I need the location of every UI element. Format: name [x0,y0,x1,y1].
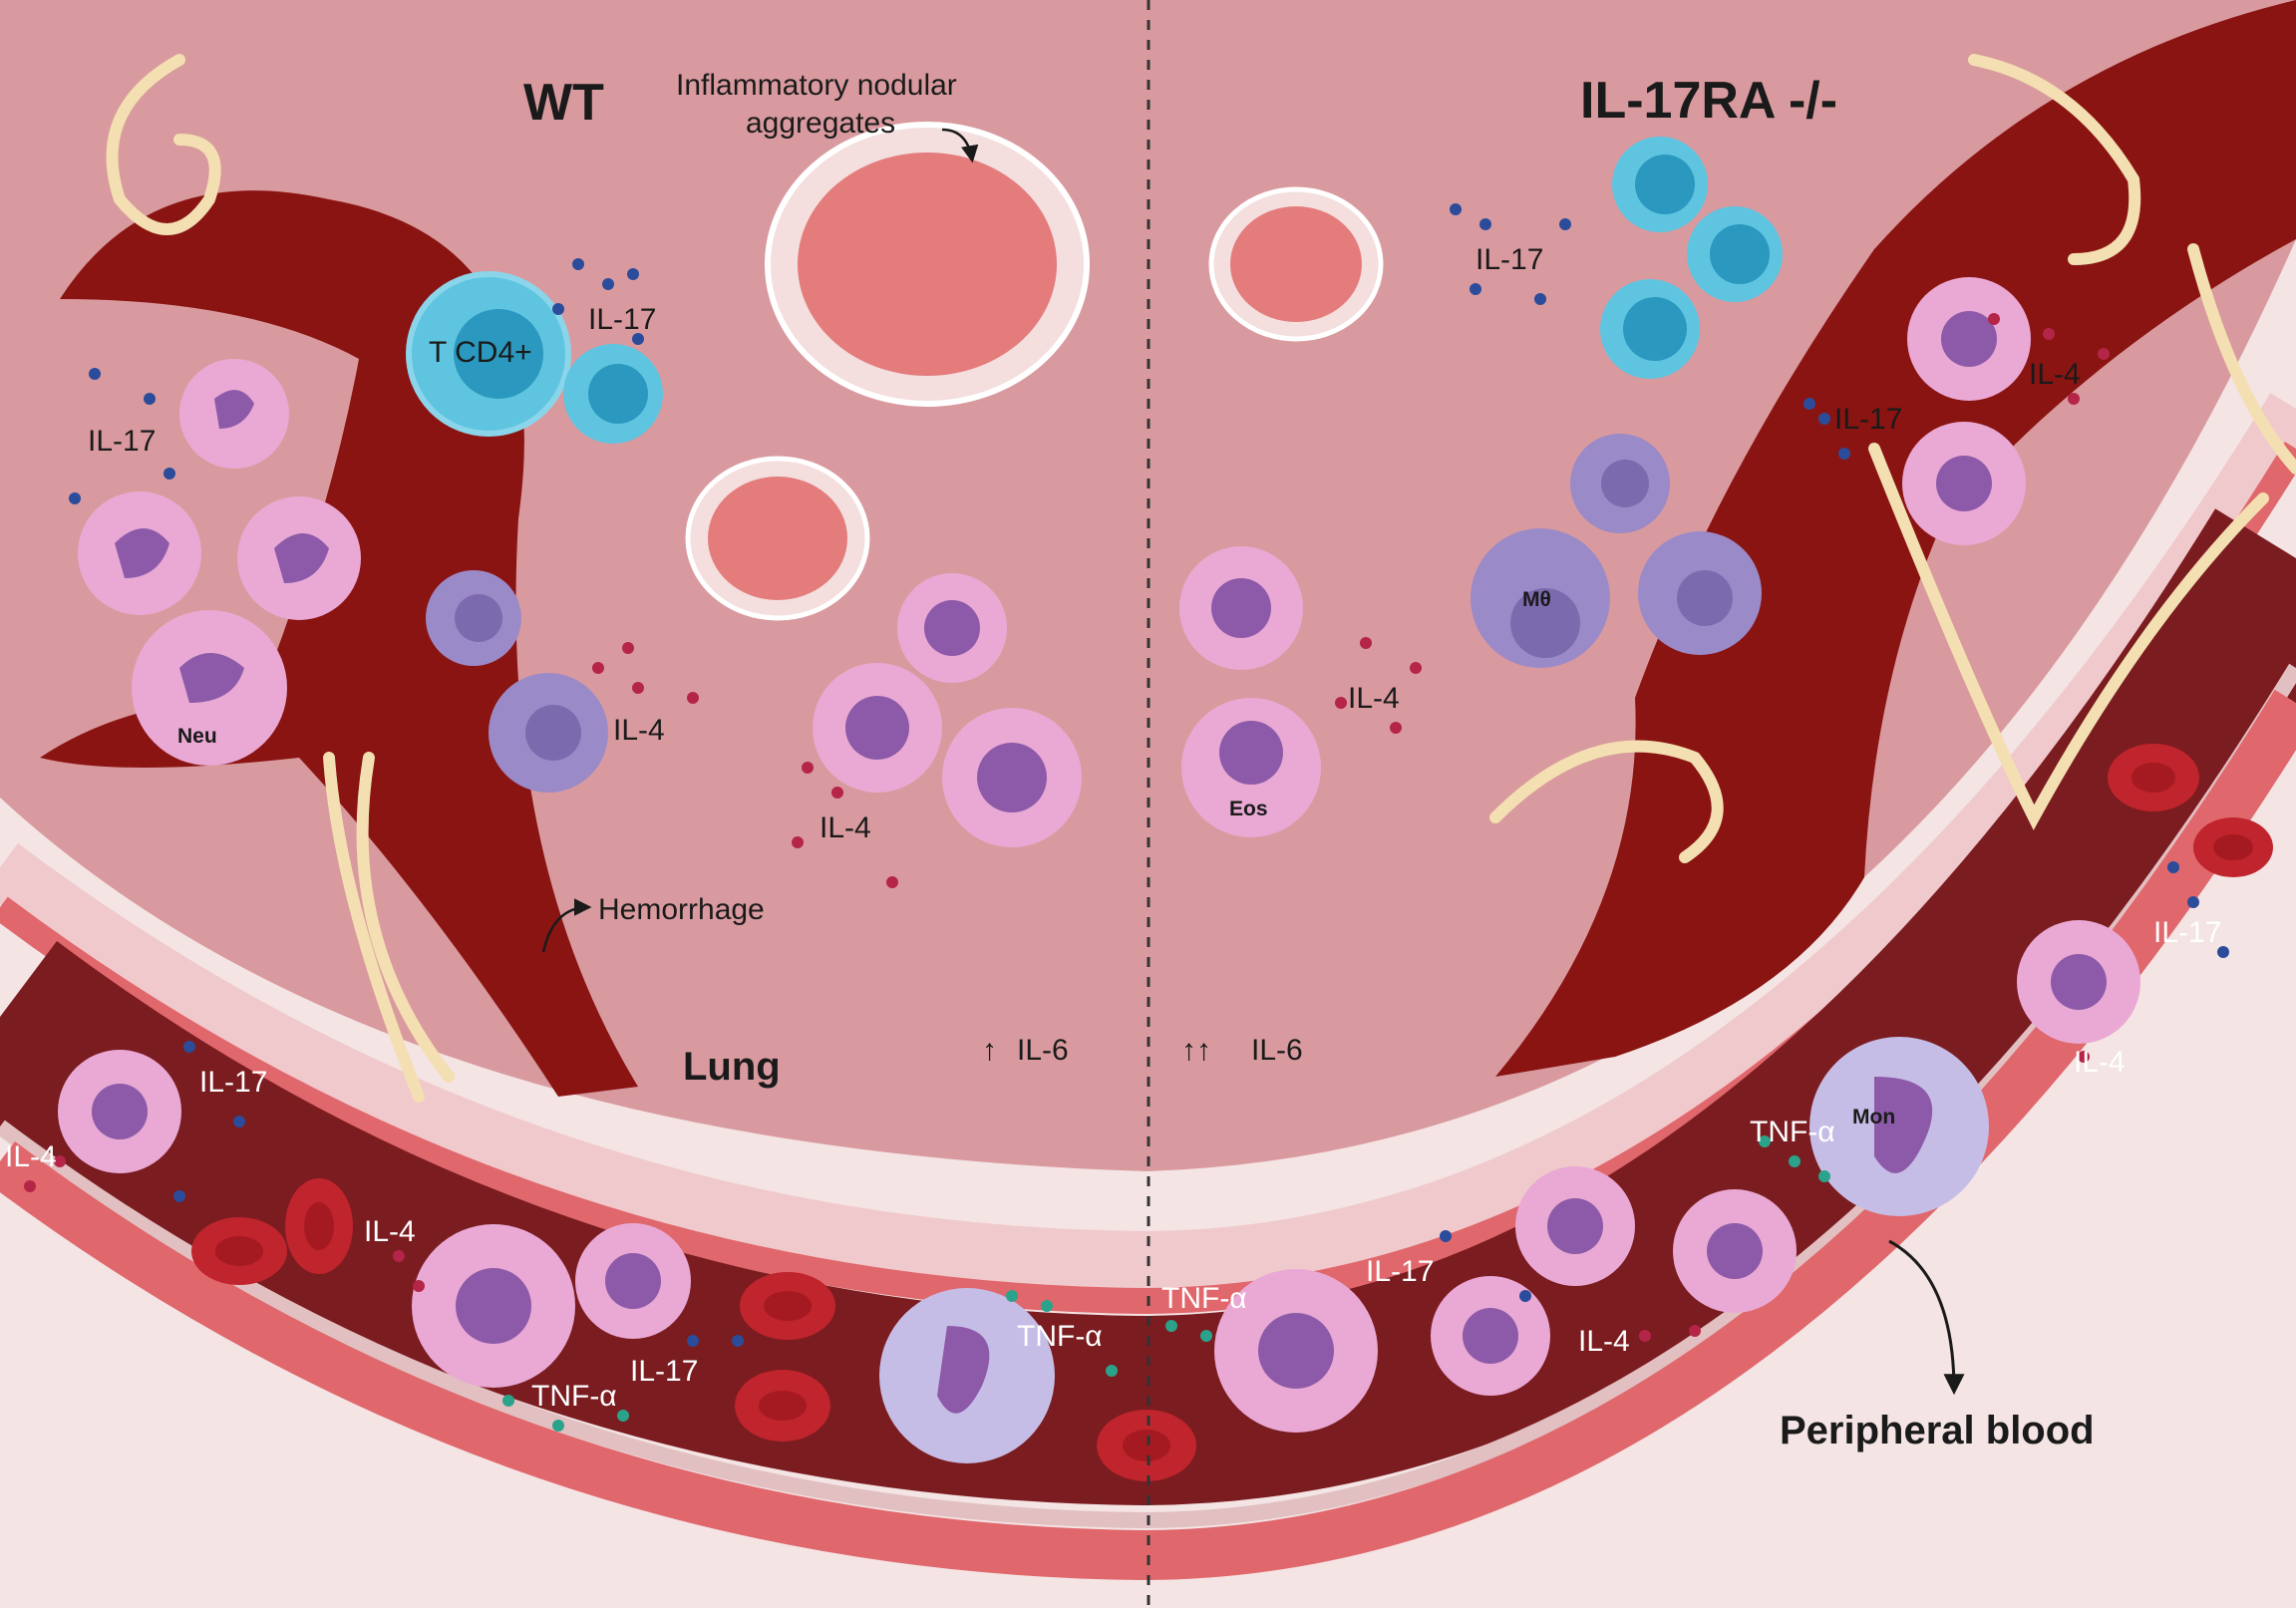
eosinophil [897,573,1007,683]
lymphocyte [1600,279,1700,379]
il17-label: IL-17 [1476,243,1543,276]
lymphocyte [563,344,663,444]
nodular-aggregate-ko [1208,186,1384,342]
neutrophil [237,496,361,620]
heading-wt: WT [523,74,604,132]
il17-label: IL-17 [199,1066,267,1099]
red-blood-cell [740,1272,835,1340]
neutrophil [1907,277,2031,401]
macrophage [1570,434,1670,533]
parasite-larvae [106,54,2296,1103]
nodular-label-line1: Inflammatory nodular [676,69,957,102]
neutrophil [1431,1276,1550,1396]
il17-label: IL-17 [1366,1255,1434,1288]
hemorrhage-arrow [541,898,592,953]
nodular-label-line2: aggregates [746,107,895,140]
il17-dots [69,203,2229,1347]
monocyte-label: Mon [1852,1106,1895,1128]
il4-label: IL-4 [2029,358,2081,391]
nodular-arrow [941,128,979,163]
monocyte-labeled [1809,1037,1989,1216]
il17-label: IL-17 [588,303,656,336]
neutrophil [179,359,289,469]
il4-label: IL-4 [5,1140,57,1173]
il4-label: IL-4 [364,1215,416,1248]
heading-lung: Lung [683,1045,781,1089]
il4-label: IL-4 [1348,682,1400,715]
hemorrhage-ko [1495,0,2296,1077]
tnfa-label: TNF-α [1017,1320,1103,1353]
red-blood-cell [735,1370,830,1442]
neutrophil [58,1050,181,1173]
red-blood-cell [285,1178,353,1274]
il6-arrow-wt: ↑ [982,1034,997,1067]
eosinophil [942,708,1082,847]
eosinophil-labeled [1181,698,1321,837]
il4-label: IL-4 [2074,1046,2126,1079]
eosinophil [813,663,942,793]
eosinophil [1214,1269,1378,1433]
tnfa-label: TNF-α [531,1380,617,1413]
il6-label: IL-6 [1251,1034,1303,1067]
il4-label: IL-4 [1578,1325,1630,1358]
neutrophil [78,491,201,615]
eos-label: Eos [1229,798,1268,820]
heading-peripheral-blood: Peripheral blood [1780,1409,2095,1452]
il6-label: IL-6 [1017,1034,1069,1067]
vessel-lumen [0,508,2296,1506]
eosinophil [1515,1166,1635,1286]
heading-ko: IL-17RA -/- [1580,72,1837,130]
neu-label: Neu [177,725,217,748]
il4-label: IL-4 [613,714,665,747]
neutrophil [1902,422,2026,545]
lymphocyte [1687,206,1783,302]
il17-label: IL-17 [630,1355,698,1388]
eosinophil [575,1223,691,1339]
macrophage [1638,531,1762,655]
il6-arrow-ko: ↑↑ [1181,1034,1211,1067]
eosinophil [1179,546,1303,670]
hemorrhage-label: Hemorrhage [598,893,765,926]
t-cd4-label: T CD4+ [429,336,532,369]
red-blood-cell [1097,1410,1196,1481]
il17-label: IL-17 [2153,916,2221,949]
tnfa-label: TNF-α [1161,1282,1247,1315]
tnfa-label: TNF-α [1750,1116,1835,1148]
lymphocyte [1612,137,1708,232]
macrophage [489,673,608,793]
red-blood-cell [191,1217,287,1285]
neutrophil-labeled [132,610,287,766]
nodular-aggregate-wt-small [685,456,870,621]
macrophage [426,570,521,666]
macrophage-labeled [1471,528,1610,668]
eosinophil [412,1224,575,1388]
il17-label: IL-17 [1834,403,1902,436]
il4-label: IL-4 [820,811,871,844]
t-cd4-cell [406,271,571,437]
il4-dots [24,313,2110,1342]
peripheral-blood-arrow [1888,1239,1965,1396]
red-blood-cell [2193,817,2273,877]
neutrophil [1673,1189,1797,1313]
il17-label: IL-17 [88,425,156,458]
macrophage-label: Mθ [1522,588,1551,611]
monocyte [879,1288,1055,1463]
tnfa-dots [502,1135,1830,1432]
neutrophil [2017,920,2140,1044]
nodular-aggregate-wt-large [765,122,1090,407]
vessel-endothelium [0,393,2296,1292]
red-blood-cell [2108,744,2199,811]
